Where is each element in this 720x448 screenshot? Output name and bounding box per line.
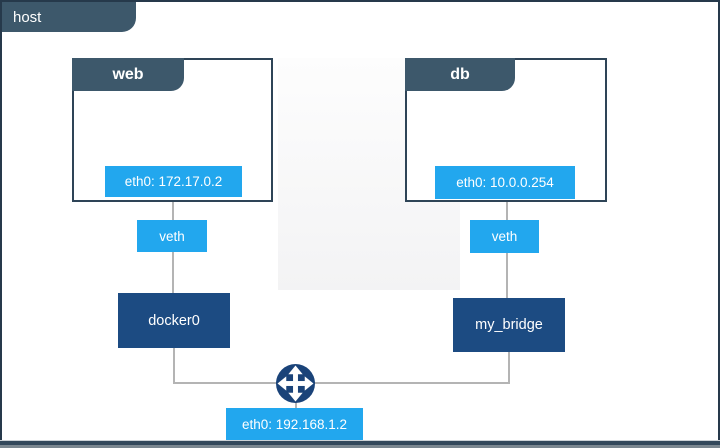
connector-db-to-veth <box>506 202 508 220</box>
router-icon <box>276 364 315 403</box>
db-veth-box: veth <box>470 220 539 253</box>
connector-mybridge-down <box>508 352 510 383</box>
host-label: host <box>13 8 42 26</box>
host-boundary-bottom-shadow <box>0 445 720 448</box>
container-web-label: web <box>112 65 144 83</box>
web-eth0-text: eth0: 172.17.0.2 <box>124 174 223 189</box>
db-eth0-label: eth0: 10.0.0.254 <box>435 166 575 199</box>
web-eth0-label: eth0: 172.17.0.2 <box>105 166 242 197</box>
container-web-tab: web <box>72 58 184 91</box>
db-eth0-text: eth0: 10.0.0.254 <box>456 175 554 190</box>
docker0-text: docker0 <box>148 312 200 329</box>
connector-web-to-veth <box>172 202 174 220</box>
docker0-bridge-box: docker0 <box>118 293 230 348</box>
connector-docker0-down <box>173 348 175 383</box>
db-veth-text: veth <box>491 229 518 244</box>
web-veth-box: veth <box>137 220 207 252</box>
web-veth-text: veth <box>159 228 185 244</box>
connector-router-to-eth0 <box>295 400 297 409</box>
connector-veth-to-docker0 <box>172 252 174 293</box>
host-eth0-label: eth0: 192.168.1.2 <box>226 408 363 441</box>
host-boundary-bottom-highlight <box>0 440 720 441</box>
container-web: web eth0: 172.17.0.2 <box>72 58 273 202</box>
connector-veth-to-mybridge <box>506 253 508 298</box>
mybridge-text: my_bridge <box>475 317 543 333</box>
host-tab: host <box>0 0 136 32</box>
host-boundary-bottom-border <box>0 441 720 445</box>
connector-horizontal-bus <box>173 382 510 384</box>
container-db-label: db <box>450 65 470 83</box>
container-db: db eth0: 10.0.0.254 <box>405 58 607 202</box>
host-eth0-text: eth0: 192.168.1.2 <box>241 417 348 432</box>
container-db-tab: db <box>405 58 515 91</box>
mybridge-bridge-box: my_bridge <box>453 298 565 352</box>
